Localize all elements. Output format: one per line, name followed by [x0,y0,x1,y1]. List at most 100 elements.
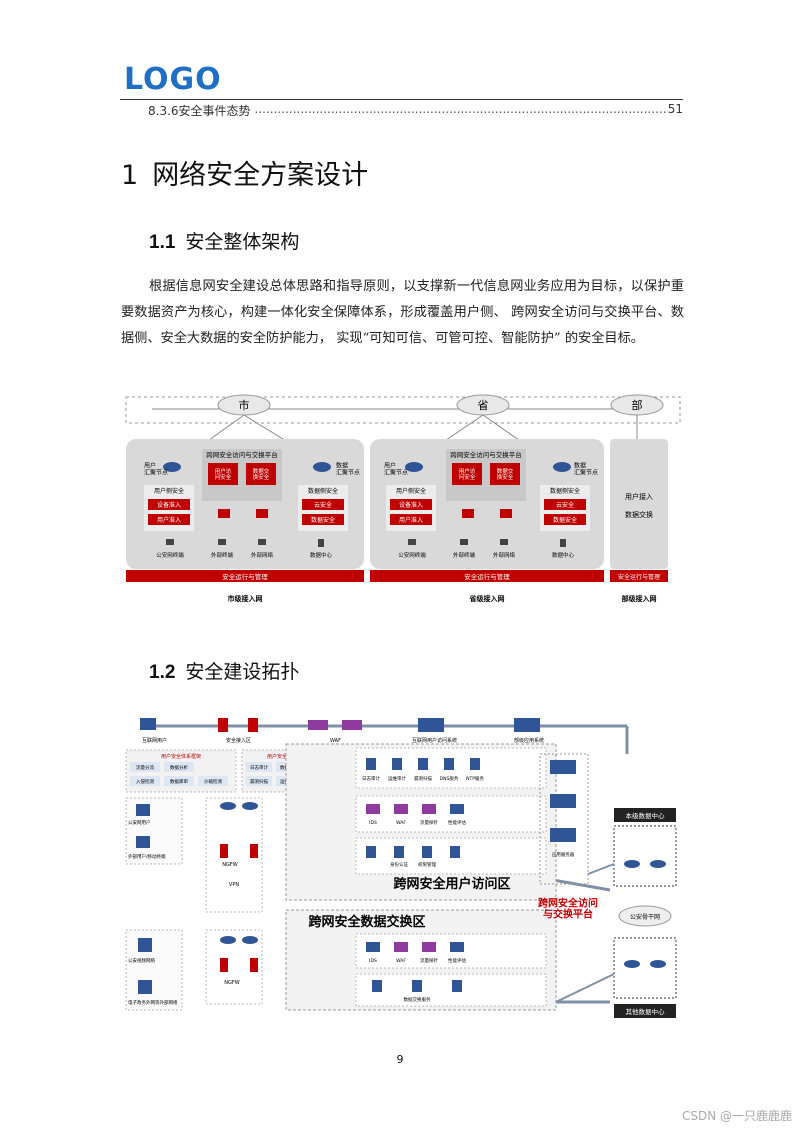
server-icon [450,846,460,858]
svg-text:公安网终端: 公安网终端 [398,551,426,559]
svg-text:电子政务外网等外部网络: 电子政务外网等外部网络 [128,999,178,1006]
svg-text:云安全: 云安全 [314,501,332,509]
building-icon [258,539,266,545]
router-icon [553,462,571,472]
svg-text:数据交换: 数据交换 [625,510,653,519]
svg-text:数据中心: 数据中心 [552,551,575,559]
svg-text:跨网安全用户访问区: 跨网安全用户访问区 [393,876,510,892]
section-number: 1.2 [149,662,176,683]
svg-text:用户侧安全: 用户侧安全 [396,487,426,495]
router-icon [220,802,236,810]
terminal-icon [408,539,416,545]
computer-icon [136,836,150,848]
svg-text:跨网安全访问与交换平台: 跨网安全访问与交换平台 [450,450,522,459]
router-icon [242,936,258,944]
svg-text:数据安全: 数据安全 [553,516,577,524]
database-icon [318,539,324,547]
header-divider [120,99,683,100]
computer-icon [140,718,156,730]
router-icon [650,960,666,968]
waf-icon [394,804,408,814]
node-label-data: 数据汇聚节点 [336,462,360,477]
firewall-icon [250,844,258,858]
router-icon [163,462,181,472]
svg-text:用户准入: 用户准入 [399,516,423,524]
svg-text:数据侧安全: 数据侧安全 [550,487,580,495]
svg-text:流量探针: 流量探针 [420,957,438,964]
waf-icon [308,720,328,730]
cloud-ministry: 部 [610,394,664,416]
svg-text:省级接入网: 省级接入网 [469,594,505,603]
server-icon [366,942,380,952]
router-icon [624,960,640,968]
server-icon [138,980,152,994]
router-icon [313,462,331,472]
label-other-dc: 其他数据中心 [626,1007,666,1016]
page-number: 9 [396,1053,404,1066]
svg-text:数据汇聚节点: 数据汇聚节点 [574,462,598,477]
router-icon [242,802,258,810]
security-topology-figure: 互联网用户 安全接入区 WAF 互联网用户访问系统 部级应用系统 用户安全体系框… [122,714,685,1029]
svg-text:WAF: WAF [330,738,341,744]
svg-text:安全运行与管理: 安全运行与管理 [618,573,660,581]
svg-text:用户安全体系框架: 用户安全体系框架 [161,753,201,760]
cloud-city: 市 [217,394,271,416]
svg-text:省: 省 [478,399,489,412]
svg-text:NGFW: NGFW [224,980,239,986]
server-icon [422,846,432,858]
server-icon [470,758,480,770]
svg-text:性能评估: 性能评估 [448,957,466,964]
svg-text:公安视频网络: 公安视频网络 [128,957,155,964]
svg-text:日志审计: 日志审计 [362,775,380,782]
svg-text:性能评估: 性能评估 [448,819,466,826]
server-icon [372,980,382,992]
toc-entry[interactable]: 8.3.6安全事件态势 ............................… [148,102,683,119]
svg-text:部级接入网: 部级接入网 [622,594,657,603]
router-icon [624,860,640,868]
svg-text:外部终端: 外部终端 [453,551,476,559]
svg-text:数据库审: 数据库审 [170,778,188,785]
ids-icon [366,804,380,814]
panel-city: 跨网安全访问与交换平台 用户访问安全 数据交换安全 用户汇聚节点 数据汇聚节点 … [126,439,364,603]
svg-text:身份认证: 身份认证 [390,861,408,868]
svg-text:外部终端: 外部终端 [211,551,234,559]
svg-text:数据安全: 数据安全 [311,516,335,524]
server-icon [418,718,444,732]
svg-text:跨网安全数据交换区: 跨网安全数据交换区 [308,914,425,930]
svg-text:市: 市 [239,398,250,412]
server-icon [394,846,404,858]
svg-text:互联网用户访问系统: 互联网用户访问系统 [412,737,457,744]
platform-label: 跨网安全访问与交换平台 [538,897,598,921]
label-local-dc: 本级数据中心 [626,811,666,820]
svg-text:公安网终端: 公安网终端 [156,551,184,559]
svg-text:入侵检测: 入侵检测 [136,778,154,785]
svg-text:部级应用系统: 部级应用系统 [514,737,544,744]
firewall-icon [500,509,512,518]
svg-text:应用服务器: 应用服务器 [552,851,575,858]
label-backbone: 公安骨干网 [630,913,660,921]
svg-text:WAF: WAF [396,820,406,826]
laptop-icon [218,539,226,545]
firewall-icon [218,509,230,518]
svg-text:公安网用户: 公安网用户 [128,819,151,826]
svg-text:VPN: VPN [229,882,239,888]
zone-user-access: 日志审计 运维审计 漏洞扫描 DNS服务 NTP服务 IDS WAF 流量探针 … [285,743,557,901]
svg-text:数据分析: 数据分析 [170,764,188,771]
server-icon [514,718,540,732]
chapter-title: 网络安全方案设计 [152,160,369,191]
svg-text:外部用户/移动终端: 外部用户/移动终端 [128,853,166,860]
server-icon [550,794,576,808]
section-title: 安全整体架构 [185,231,300,253]
server-icon [450,804,464,814]
router-icon [650,860,666,868]
svg-text:数据侧安全: 数据侧安全 [308,487,338,495]
svg-text:安全接入区: 安全接入区 [226,737,251,744]
svg-text:数据交换服务: 数据交换服务 [404,996,431,1003]
svg-text:漏洞扫描: 漏洞扫描 [414,775,432,782]
server-icon [452,980,462,992]
toc-leader-dots: ........................................… [254,102,668,116]
router-icon [405,462,423,472]
svg-text:数据中心: 数据中心 [310,551,333,559]
svg-text:权限管理: 权限管理 [418,861,436,868]
panel-ministry: 用户接入 数据交换 安全运行与管理 部级接入网 [610,439,668,603]
